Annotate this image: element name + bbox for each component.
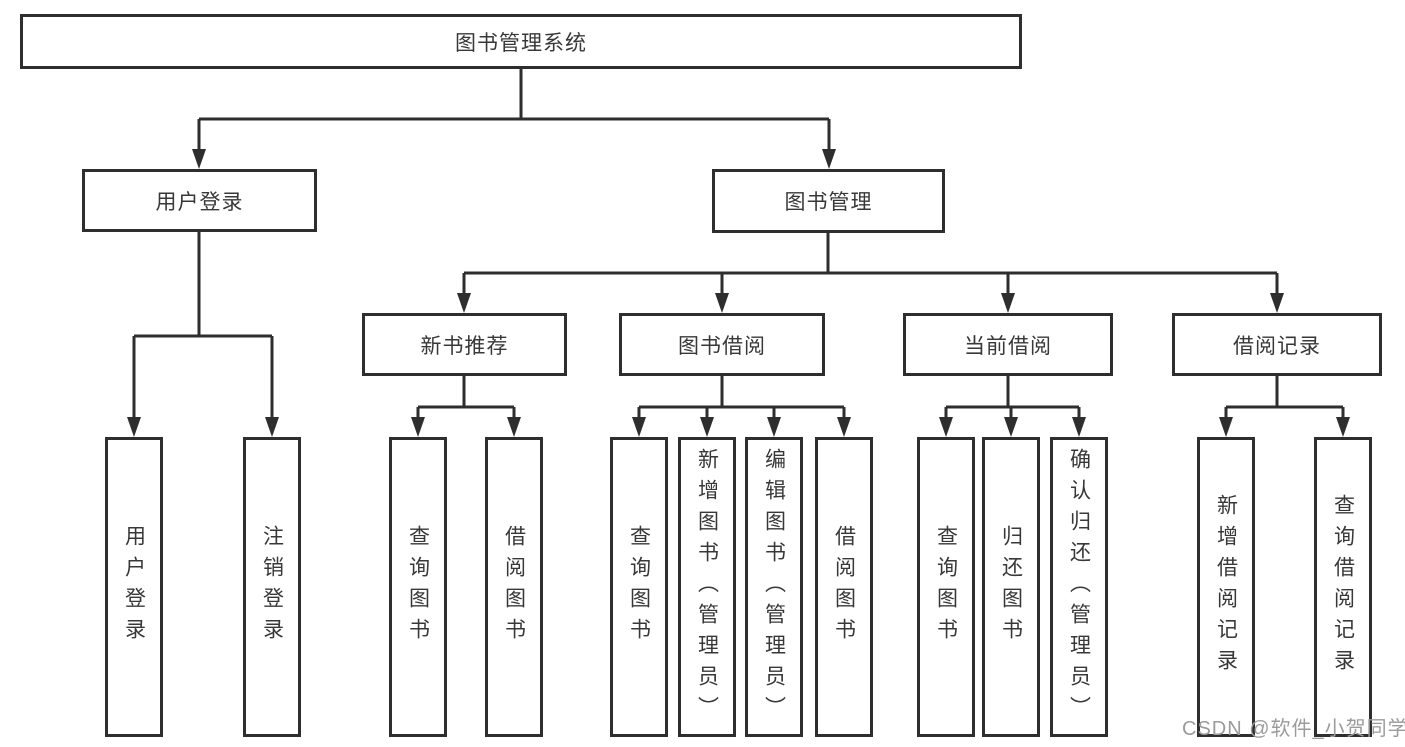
leaf-return-books: 归还图书 xyxy=(982,437,1040,737)
node-book-borrow: 图书借阅 xyxy=(619,313,825,376)
leaf-query-books-borrow: 查询图书 xyxy=(610,437,668,737)
leaf-label: 注销登录 xyxy=(260,525,284,649)
leaf-query-books-recommend: 查询图书 xyxy=(389,437,447,737)
leaf-label: 查询图书 xyxy=(627,525,651,649)
node-borrow-records-label: 借阅记录 xyxy=(1233,334,1321,358)
leaf-query-borrow-record: 查询借阅记录 xyxy=(1314,437,1372,737)
node-user-login-label: 用户登录 xyxy=(155,190,244,214)
leaf-label: 新增借阅记录 xyxy=(1214,494,1238,680)
leaf-label: 查询借阅记录 xyxy=(1331,494,1355,680)
leaf-label: 借阅图书 xyxy=(832,525,856,649)
leaf-confirm-return-admin: 确认归还（管理员） xyxy=(1050,437,1108,737)
leaf-borrow-books-recommend: 借阅图书 xyxy=(485,437,543,737)
node-new-book-recommend-label: 新书推荐 xyxy=(420,334,509,358)
node-book-borrow-label: 图书借阅 xyxy=(678,334,766,358)
leaf-query-books-current: 查询图书 xyxy=(917,437,975,737)
leaf-user-login-action: 用户登录 xyxy=(105,437,163,737)
node-root-label: 图书管理系统 xyxy=(455,31,587,55)
leaf-label: 编辑图书（管理员） xyxy=(762,447,786,727)
node-book-management-label: 图书管理 xyxy=(784,191,873,214)
node-book-management: 图书管理 xyxy=(712,169,945,233)
node-root: 图书管理系统 xyxy=(20,14,1022,69)
leaf-label: 确认归还（管理员） xyxy=(1067,447,1091,727)
leaf-label: 借阅图书 xyxy=(502,525,526,649)
leaf-borrow-books: 借阅图书 xyxy=(815,437,873,737)
leaf-add-books-admin: 新增图书（管理员） xyxy=(678,437,736,737)
node-current-borrow-label: 当前借阅 xyxy=(964,334,1052,358)
leaf-logout: 注销登录 xyxy=(243,437,301,737)
leaf-add-borrow-record: 新增借阅记录 xyxy=(1197,437,1255,737)
leaf-label: 查询图书 xyxy=(406,525,430,649)
leaf-edit-books-admin: 编辑图书（管理员） xyxy=(745,437,803,737)
leaf-label: 用户登录 xyxy=(122,525,146,649)
csdn-watermark: CSDN @软件_小贺同学 xyxy=(1182,718,1405,740)
leaf-label: 新增图书（管理员） xyxy=(695,447,719,727)
node-borrow-records: 借阅记录 xyxy=(1172,313,1382,376)
leaf-label: 查询图书 xyxy=(934,525,958,649)
node-user-login: 用户登录 xyxy=(82,169,317,232)
node-current-borrow: 当前借阅 xyxy=(903,313,1113,376)
leaf-label: 归还图书 xyxy=(999,525,1023,649)
node-new-book-recommend: 新书推荐 xyxy=(362,313,567,376)
